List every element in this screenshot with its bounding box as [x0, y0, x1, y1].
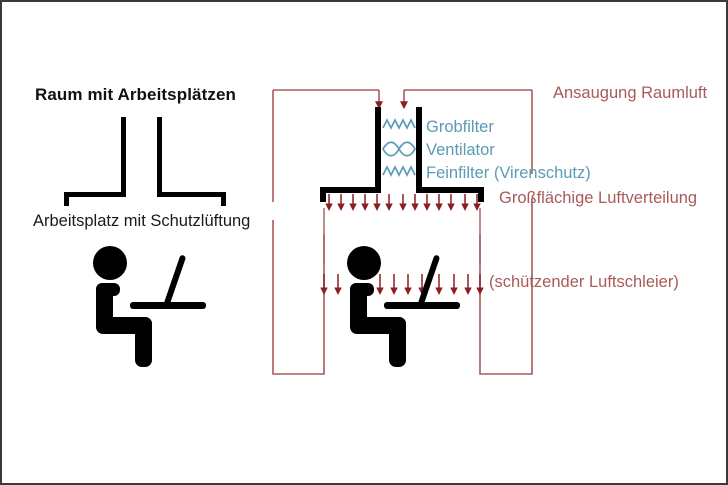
- fine-filter-symbol: [382, 165, 416, 177]
- label-coarse-filter: Grobfilter: [426, 118, 494, 136]
- filter-fan-symbols: [382, 118, 416, 177]
- label-fan: Ventilator: [426, 141, 495, 159]
- filter-housing-and-supply-duct: [320, 107, 484, 202]
- workstation-caption: Arbeitsplatz mit Schutzlüftung: [33, 212, 251, 230]
- label-fine-filter: Feinfilter (Virenschutz): [426, 164, 591, 182]
- supply-duct-arrow-row: [325, 194, 481, 211]
- air-curtain-arrow-row: [320, 274, 484, 295]
- red-circulation-loop-right: [400, 89, 533, 375]
- label-large-area-air-distribution: Großflächige Luftverteilung: [499, 189, 698, 207]
- label-protective-air-curtain: (schützender Luftschleier): [489, 273, 679, 291]
- left-room-duct-outline: [64, 117, 226, 206]
- page-title: Raum mit Arbeitsplätzen: [35, 85, 236, 104]
- air-curtain-guidelines: [323, 208, 481, 264]
- fan-symbol: [382, 141, 416, 157]
- person-right-pictogram: [347, 246, 460, 367]
- red-circulation-loop-left: [272, 89, 383, 375]
- person-left-pictogram: [93, 246, 206, 367]
- coarse-filter-symbol: [382, 118, 416, 130]
- label-intake-room-air: Ansaugung Raumluft: [553, 84, 708, 102]
